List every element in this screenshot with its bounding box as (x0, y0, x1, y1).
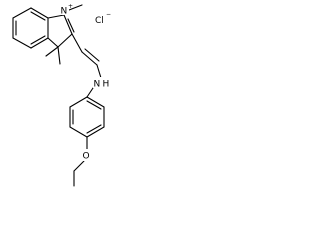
bond (30, 7, 49, 19)
double-bond-inner (86, 124, 102, 134)
bond (73, 160, 85, 172)
bond (86, 87, 94, 98)
bond (63, 14, 73, 35)
bonds (12, 4, 105, 187)
chemical-structure: N + N H O Cl − (12, 3, 113, 187)
bond (57, 46, 61, 65)
chloride-symbol: Cl (95, 16, 104, 26)
double-bond-inner (86, 100, 102, 110)
bond (86, 126, 105, 138)
bond (45, 46, 59, 57)
bond (86, 96, 105, 108)
double-bond-inner (67, 18, 75, 33)
atom-ether-oxygen: O (82, 149, 92, 162)
ring-nitrogen-charge: + (68, 3, 73, 10)
bond (96, 64, 102, 79)
chloride-charge: − (106, 11, 111, 18)
bond (69, 96, 88, 108)
amine-nitrogen-symbol: N (94, 80, 101, 90)
bond (47, 37, 59, 48)
bond (68, 4, 83, 11)
bond (30, 37, 49, 49)
bond (12, 7, 32, 19)
ring-nitrogen-symbol: N (61, 7, 68, 17)
bond (12, 37, 32, 49)
double-bond-inner (30, 35, 46, 45)
bond (57, 33, 73, 48)
ether-oxygen-symbol: O (83, 152, 90, 162)
counter-ion: Cl − (95, 11, 111, 26)
bond (47, 14, 65, 19)
bond (71, 33, 83, 53)
amine-hydrogen-symbol: H (103, 80, 110, 90)
double-bond-inner (30, 11, 46, 21)
bond (81, 51, 98, 66)
atom-ring-nitrogen: N + (60, 3, 73, 17)
atom-amine-nitrogen: N H (93, 77, 113, 90)
double-bond-inner (84, 48, 100, 62)
bond (69, 126, 88, 138)
